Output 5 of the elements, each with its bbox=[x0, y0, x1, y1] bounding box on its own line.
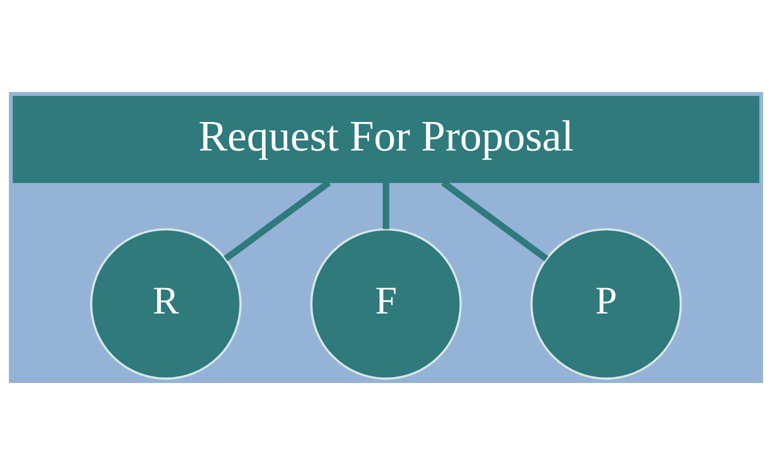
node-box: Request For Proposal bbox=[12, 96, 760, 183]
node-circle: F bbox=[310, 228, 462, 380]
node-circle: P bbox=[530, 228, 682, 380]
connector bbox=[382, 182, 390, 230]
node-circle: R bbox=[90, 228, 242, 380]
